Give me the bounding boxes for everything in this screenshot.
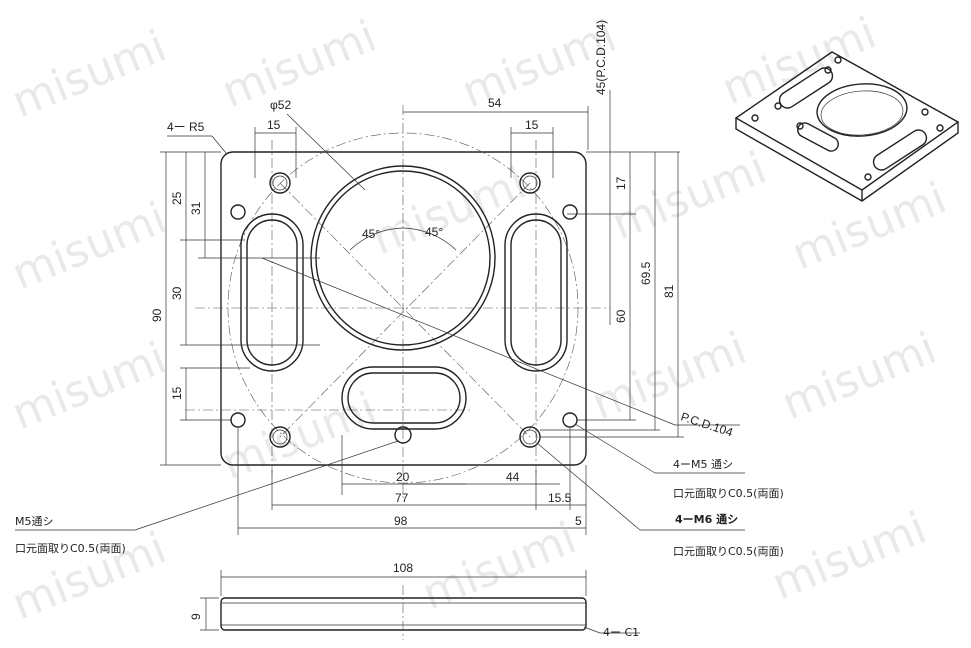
d98-label: 98 xyxy=(394,514,408,528)
m5-hole xyxy=(230,412,246,428)
chamfer-left-note: 口元面取りC0.5(両面) xyxy=(15,542,126,555)
d15-5-label: 15.5 xyxy=(548,491,572,505)
angle-right-label: 45° xyxy=(425,225,443,239)
watermark: misumi xyxy=(775,323,943,431)
m6-hole xyxy=(269,426,291,448)
d5-label: 5 xyxy=(575,514,582,528)
plate-outline xyxy=(220,151,587,466)
d60-label: 60 xyxy=(614,309,628,323)
d108-label: 108 xyxy=(393,561,413,575)
m5-hole xyxy=(230,204,246,220)
chamfer-right-note-2: 口元面取りC0.5(両面) xyxy=(673,545,784,558)
watermark: misumi xyxy=(365,158,533,266)
pcd45-label: 45(P.C.D.104) xyxy=(594,20,608,95)
d90-label: 90 xyxy=(150,308,164,322)
notes: 4ーM5 通シ 口元面取りC0.5(両面) 4ーM6 通シ 口元面取りC0.5(… xyxy=(15,423,784,558)
d81-label: 81 xyxy=(662,284,676,298)
watermark: misumi xyxy=(715,8,883,116)
r5-label: 4ー R5 xyxy=(167,120,205,134)
watermark: misumi xyxy=(585,323,753,431)
top-dimensions: 4ー R5 φ52 15 54 15 45(P.C.D.104) xyxy=(167,20,611,325)
m6-hole xyxy=(519,172,541,194)
m5-center-hole xyxy=(394,426,412,444)
right-dimensions: 17 60 69.5 81 xyxy=(540,151,684,438)
pcd104-label: P.C.D.104 xyxy=(679,410,735,440)
angle-arc-left xyxy=(349,227,404,251)
watermark-layer: misumi misumi misumi misumi misumi misum… xyxy=(5,8,953,631)
bottom-dimensions: 20 44 77 15.5 98 5 xyxy=(237,428,587,535)
iso-bore xyxy=(816,83,908,137)
d44-label: 44 xyxy=(506,470,520,484)
isometric-view xyxy=(734,51,960,202)
left-slot-inner xyxy=(246,219,298,366)
watermark: misumi xyxy=(765,503,933,611)
angle-arc-right xyxy=(402,227,457,251)
left-dimensions: 90 25 31 30 15 xyxy=(150,151,320,466)
iso-slot-right xyxy=(872,129,928,171)
m5-hole xyxy=(562,204,578,220)
phi52-label: φ52 xyxy=(270,98,291,112)
d54-label: 54 xyxy=(488,96,502,110)
right-slot-inner xyxy=(510,219,562,366)
iso-slot-bottom xyxy=(797,122,839,152)
side-plate xyxy=(220,597,587,631)
d25-label: 25 xyxy=(170,191,184,205)
d15-top-right-label: 15 xyxy=(525,118,539,132)
m5-thru-left-note: M5通シ xyxy=(15,515,54,528)
c1-note: 4ー C1 xyxy=(603,626,639,639)
bottom-slot-inner xyxy=(347,372,461,424)
bottom-slot-outer xyxy=(341,366,467,430)
d77-label: 77 xyxy=(395,491,409,505)
left-slot-outer xyxy=(240,213,304,372)
watermark: misumi xyxy=(215,11,383,119)
d30-label: 30 xyxy=(170,286,184,300)
watermark: misumi xyxy=(5,21,173,129)
d69-5-label: 69.5 xyxy=(639,261,653,285)
d31-label: 31 xyxy=(189,201,203,215)
d15-left-label: 15 xyxy=(170,386,184,400)
d9-label: 9 xyxy=(189,613,203,620)
m5-hole xyxy=(562,412,578,428)
watermark: misumi xyxy=(415,513,583,621)
watermark: misumi xyxy=(5,333,173,441)
d17-label: 17 xyxy=(614,176,628,190)
chamfer-right-note-1: 口元面取りC0.5(両面) xyxy=(673,487,784,500)
right-slot-outer xyxy=(504,213,568,372)
watermark: misumi xyxy=(5,523,173,631)
m5-thru-right-note: 4ーM5 通シ xyxy=(673,458,733,471)
angle-left-label: 45° xyxy=(362,227,380,241)
watermark: misumi xyxy=(785,173,953,281)
d20-label: 20 xyxy=(396,470,410,484)
watermark: misumi xyxy=(215,383,383,491)
pcd-leader xyxy=(261,257,676,426)
m6-hole xyxy=(269,172,291,194)
side-view: 108 9 4ー C1 xyxy=(189,561,640,640)
m6-thru-note: 4ーM6 通シ xyxy=(675,513,738,526)
watermark: misumi xyxy=(5,193,173,301)
d15-top-left-label: 15 xyxy=(267,118,281,132)
